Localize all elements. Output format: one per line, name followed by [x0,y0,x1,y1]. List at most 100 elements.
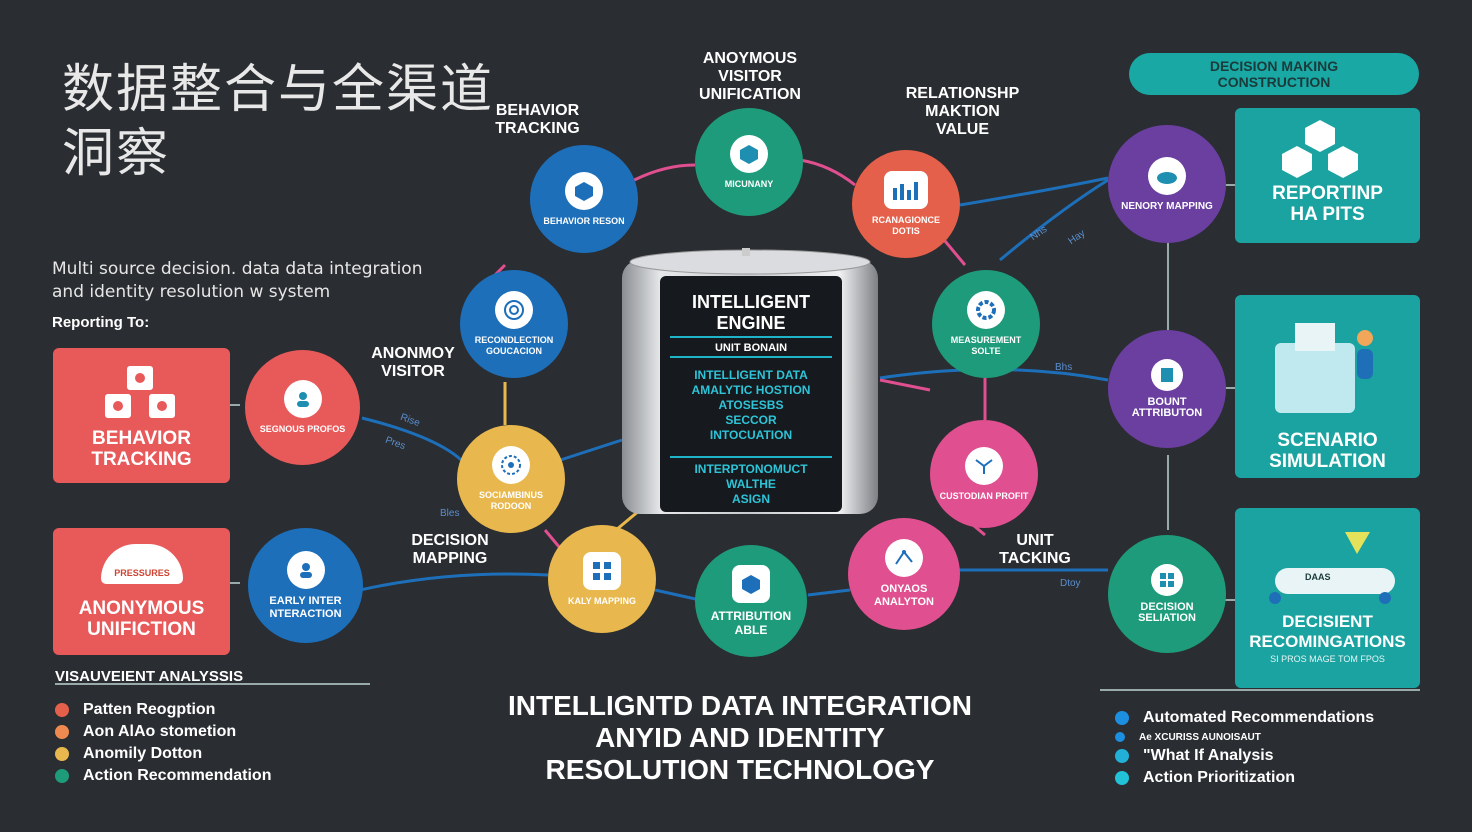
label-line: UNIFICATION [699,86,801,103]
label-line: MAPPING [412,550,488,567]
reporting-title-1: REPORTINP [1272,183,1383,204]
legend-item: Patten Reogption [55,699,271,721]
engine-cylinder [622,248,878,514]
node-label: BEHAVIOR RESON [543,215,625,226]
right-legend: Automated Recommendations Ae XCURISS AUN… [1115,707,1374,789]
page-title-line2: 洞察 [62,124,171,184]
node-label: RECONDLECTION GOUCACION [474,335,554,356]
subtitle-line1: Multi source decision. data data integra… [52,259,423,279]
person-icon [283,380,322,418]
label-anonymoy-visitor: ANONMOY VISITOR [358,345,468,381]
page-title-line1: 数据整合与全渠道 [62,60,495,120]
node-custodian: CUSTODIAN PROFIT [930,420,1038,528]
engine-title-1: INTELLIGENT [692,292,810,312]
label-line: TACKING [999,550,1071,567]
node-label: MICUNANY [724,178,774,189]
node-label: MEASUREMENT SOLTE [950,335,1022,356]
cubes-icon [105,366,175,418]
legend-dot [55,769,69,783]
left-legend: VISAUVEIENT ANALYSSIS Patten Reogption A… [55,668,271,787]
legend-dot [1115,732,1125,742]
engine-line: INTERPTONOMUCT [694,462,808,476]
node-social: SOCIAMBINUS RODOON [457,425,565,533]
node-relationship: RCANAGIONCE DOTIS [852,150,960,258]
recommendations-small: SI PROS MAGE TOM FPOS [1270,654,1385,664]
legend-dot [1115,771,1129,785]
node-label: RCANAGIONCE DOTIS [871,215,940,236]
label-line: MAKTION [925,103,1000,120]
recommendations-card: DAAS DECISIENT RECOMINGATIONS SI PROS MA… [1235,508,1420,688]
bottom-title-2: ANYID AND IDENTITY [595,722,885,753]
node-bount: BOUNT ATTRIBUTON [1108,330,1226,448]
recommendations-title-1: DECISIENT [1282,612,1373,631]
reporting-card: REPORTINP HA PITS [1235,108,1420,243]
subtitle: Multi source decision. data data integra… [52,258,472,304]
engine-line: ASIGN [731,492,770,506]
label-line: TRACKING [495,120,580,137]
bottom-title: INTELLIGNTD DATA INTEGRATION ANYID AND I… [480,690,1000,786]
engine-line: ATOSESBS [718,398,784,412]
pill-line2: CONSTRUCTION [1217,74,1331,90]
legend-item: Action Prioritization [1115,767,1374,789]
card-badge-text: PRESSURES [114,568,170,578]
network-icon [965,446,1003,485]
legend-item: Automated Recommendations [1115,707,1374,729]
label-line: VISITOR [381,363,445,380]
reporting-label: Reporting To: [52,314,150,331]
legend-item: Anomily Dotton [55,743,271,765]
node-label: DECISION SELIATION [1138,601,1196,624]
engine-tag: UNIT BONAIN [670,336,832,358]
node-segment: SEGNOUS PROFOS [245,350,360,465]
node-label: NENORY MAPPING [1121,200,1213,212]
anonymous-title-2: UNIFICTION [87,619,196,640]
scenario-card: SCENARIO SIMULATION [1235,295,1420,478]
shield-icon [730,134,768,173]
cubes-icon [1282,120,1358,178]
cube-icon [565,171,603,210]
cloud-icon [1148,156,1186,195]
engine-line: WALTHE [726,477,776,491]
label-line: DECISION [411,532,489,549]
label-line: VALUE [935,121,990,138]
engine-line: SECCOR [725,413,777,427]
node-label: ONYAOS ANALYTON [874,583,934,608]
legend-label: Action Prioritization [1143,769,1295,786]
node-label: BOUNT ATTRIBUTON [1131,396,1203,419]
legend-dot [55,725,69,739]
engine-divider [670,456,832,458]
grid-icon [583,551,621,590]
edge-label: Bles [440,508,460,519]
behavior-tracking-title-1: BEHAVIOR [92,428,191,449]
node-attribution: ATTRIBUTION ABLE [695,545,807,657]
legend-label: Anomily Dotton [83,745,203,762]
label-line: RELATIONSHP [905,85,1020,102]
label-line: ANONMOY [371,345,455,362]
legend-label: Action Recommendation [83,767,272,784]
label-decision-mapping: DECISION MAPPING [395,532,505,568]
document-icon [1151,359,1183,391]
label-relationship-value: RELATIONSHP MAKTION VALUE [895,85,1030,139]
fingerprint-icon [495,291,533,329]
label-line: VISITOR [718,68,782,85]
engine-line: AMALYTIC HOSTION [691,383,811,397]
node-label: CUSTODIAN PROFIT [939,490,1029,501]
pill-line1: DECISION MAKING [1209,58,1339,74]
node-label: ATTRIBUTION ABLE [710,609,792,637]
node-measurement: MEASUREMENT SOLTE [932,270,1040,378]
legend-item: Ae XCURISS AUNOISAUT [1115,729,1374,745]
node-label: SEGNOUS PROFOS [259,424,346,434]
legend-item: Aon AlAo stometion [55,721,271,743]
edge-label: Dtoy [1060,578,1081,589]
bottom-title-3: RESOLUTION TECHNOLOGY [545,754,935,785]
node-onyaos: ONYAOS ANALYTON [848,518,960,630]
bottom-title-1: INTELLIGNTD DATA INTEGRATION [507,690,973,721]
legend-label: "What If Analysis [1143,747,1274,764]
card-badge: PRESSURES [101,544,183,584]
label-unit-tracking: UNIT TACKING [985,532,1085,568]
node-label: SOCIAMBINUS RODOON [478,490,543,511]
engine-block-2: INTERPTONOMUCT WALTHE ASIGN [670,462,832,507]
node-anonymous: MICUNANY [695,108,803,216]
engine-line: INTELLIGENT DATA [694,368,808,382]
anonymous-title-1: ANONYMOUS [78,598,205,619]
intelligent-engine: INTELLIGENT ENGINE UNIT BONAIN INTELLIGE… [622,248,878,526]
